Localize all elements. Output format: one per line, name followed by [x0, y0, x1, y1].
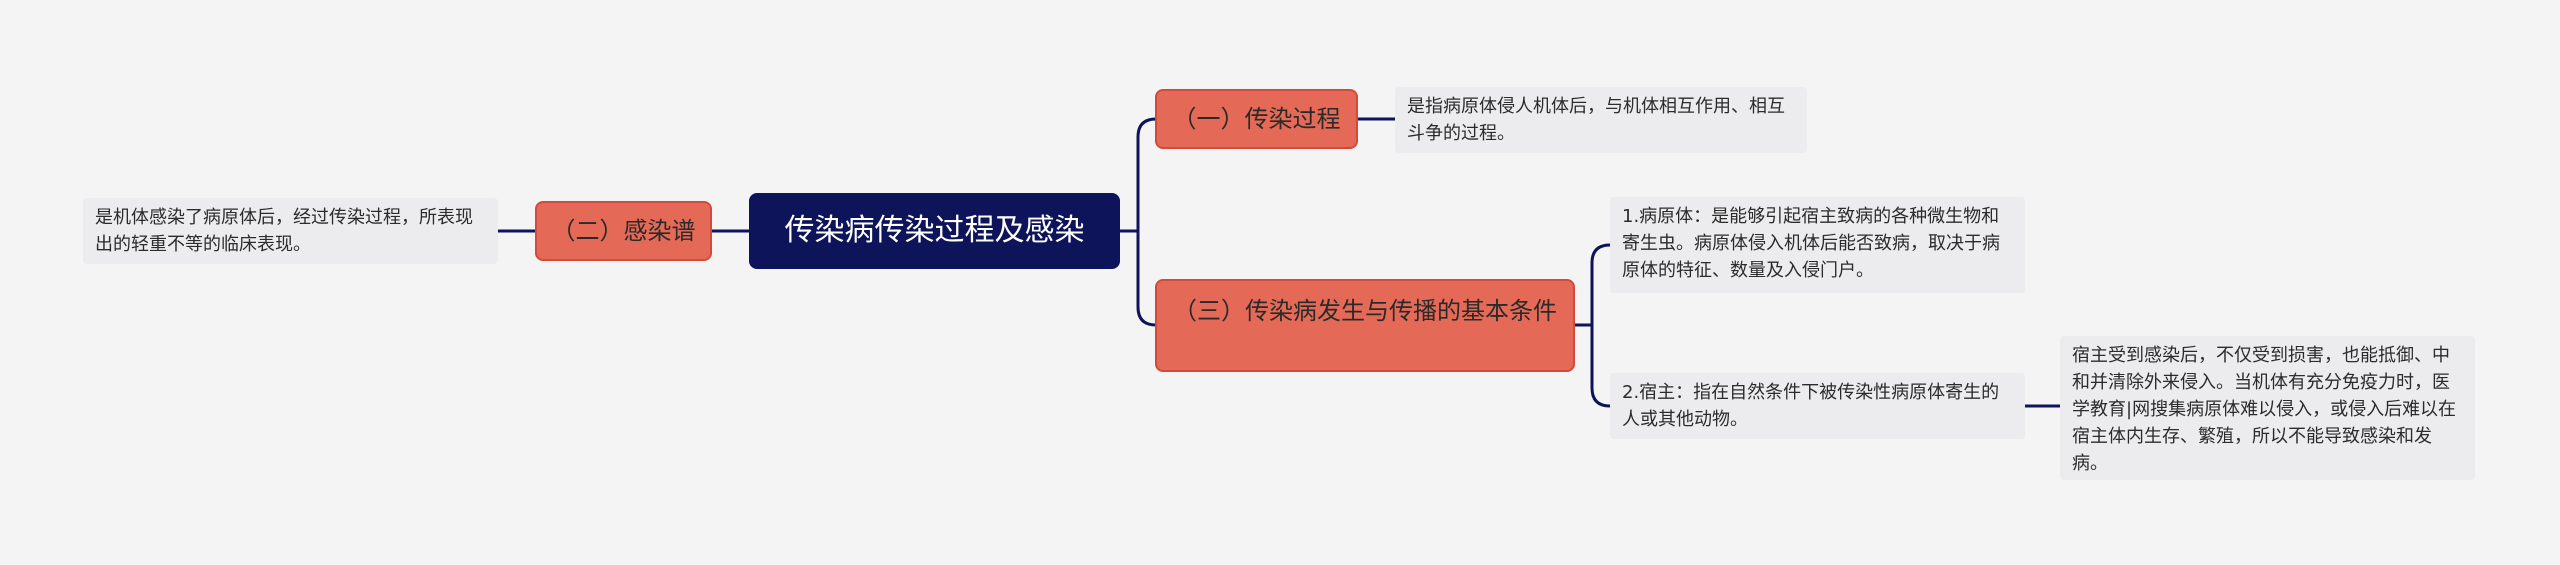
leaf-infection-process-definition[interactable]: 是指病原体侵人机体后，与机体相互作用、相互斗争的过程。: [1395, 87, 1807, 153]
connector-conditions-to-host: [1590, 323, 1612, 408]
connector-root-to-infection-process: [1118, 117, 1158, 233]
branch-infection-spectrum[interactable]: （二）感染谱: [535, 201, 712, 261]
branch-basic-conditions[interactable]: （三）传染病发生与传播的基本条件: [1155, 279, 1575, 372]
connector-conditions-to-pathogen: [1573, 243, 1612, 327]
leaf-pathogen[interactable]: 1.病原体：是能够引起宿主致病的各种微生物和寄生虫。病原体侵入机体后能否致病，取…: [1610, 197, 2025, 293]
root-topic[interactable]: 传染病传染过程及感染: [749, 193, 1120, 269]
branch-infection-process[interactable]: （一）传染过程: [1155, 89, 1358, 149]
leaf-infection-spectrum-definition[interactable]: 是机体感染了病原体后，经过传染过程，所表现出的轻重不等的临床表现。: [83, 198, 498, 264]
connector-root-to-basic-conditions: [1136, 229, 1158, 327]
leaf-host[interactable]: 2.宿主：指在自然条件下被传染性病原体寄生的人或其他动物。: [1610, 373, 2025, 439]
leaf-host-detail[interactable]: 宿主受到感染后，不仅受到损害，也能抵御、中和并清除外来侵入。当机体有充分免疫力时…: [2060, 336, 2475, 480]
